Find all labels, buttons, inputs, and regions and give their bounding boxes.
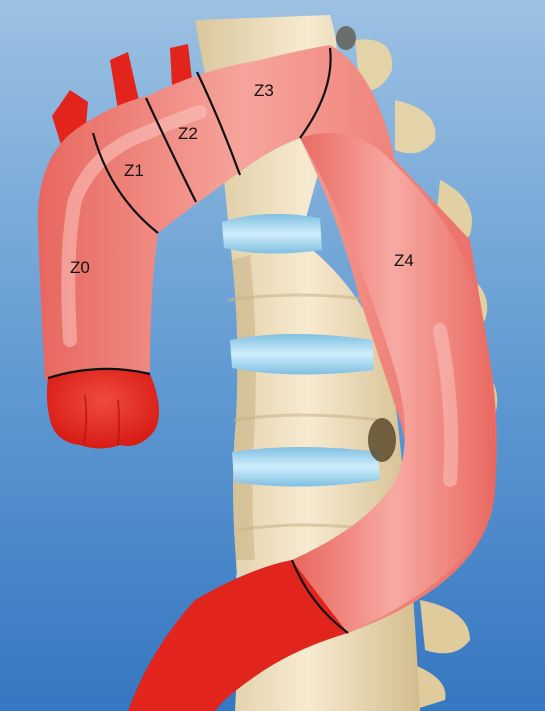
intervertebral-disc — [230, 334, 374, 375]
intervertebral-disc — [222, 214, 322, 254]
zone-label-z2: Z2 — [178, 124, 198, 143]
intervertebral-disc — [232, 447, 380, 487]
zone-label-z4: Z4 — [394, 251, 414, 270]
aortic-root — [47, 369, 159, 449]
zone-label-z1: Z1 — [124, 161, 144, 180]
zone-label-z0: Z0 — [70, 258, 90, 277]
zone-label-z3: Z3 — [254, 81, 274, 100]
